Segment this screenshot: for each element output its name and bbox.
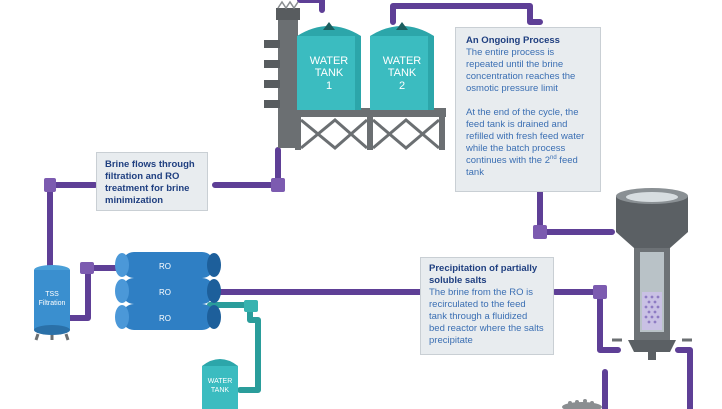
pipe-tank-to-brine <box>212 147 281 188</box>
callout-ongoing-para2-sup: nd <box>549 154 557 161</box>
pipe-joint <box>533 225 547 239</box>
fluidized-bed-reactor <box>612 188 692 360</box>
water-tank-1: WATER TANK 1 <box>297 22 361 110</box>
salt-pile <box>562 399 602 409</box>
tank-structure <box>264 0 446 150</box>
ro-unit-label: RO <box>159 314 171 323</box>
filtration-label-2: Filtration <box>39 300 66 307</box>
tank-2-label-2: TANK <box>388 67 417 79</box>
ro-stack: RO RO RO <box>115 252 221 330</box>
ro-unit-label: RO <box>159 288 171 297</box>
ro-unit-label: RO <box>159 262 171 271</box>
filtration-label-1: TSS <box>45 291 59 298</box>
pipe-joint <box>593 285 607 299</box>
pipe-joint <box>271 178 285 192</box>
tank-1-label-2: TANK <box>315 67 344 79</box>
callout-ongoing-para2: At the end of the cycle, the feed tank i… <box>466 107 590 179</box>
pipe-brine-to-filtration <box>47 182 98 269</box>
tank-2-label-3: 2 <box>399 80 405 92</box>
callout-precipitation: Precipitation of partially soluble salts… <box>420 257 554 355</box>
tank-1-label-1: WATER <box>310 55 349 67</box>
pipe-reactor-right <box>675 347 693 409</box>
callout-ongoing-para2-pre: At the end of the cycle, the feed tank i… <box>466 107 585 166</box>
tank-2-label-1: WATER <box>383 55 422 67</box>
tank-vent-icon <box>323 22 335 30</box>
pipe-joint <box>80 262 94 274</box>
callout-brine-title: Brine flows through filtration and RO tr… <box>105 159 195 206</box>
water-tank-2: WATER TANK 2 <box>370 22 434 110</box>
tank-vent-icon <box>396 22 408 30</box>
pipe-top-right <box>390 3 543 25</box>
callout-ongoing-process: An Ongoing Process The entire process is… <box>455 27 601 192</box>
pipe-joint <box>44 178 56 192</box>
tank-1-label-3: 1 <box>326 80 332 92</box>
callout-precip-title: Precipitation of partially soluble salts <box>429 263 538 286</box>
pipe-precip-to-reactor <box>552 289 621 353</box>
tss-filtration-vessel: TSS Filtration <box>34 265 70 341</box>
pipe-top-left <box>297 0 325 13</box>
callout-ongoing-para2-num: 2 <box>544 155 550 166</box>
callout-ongoing-para1: The entire process is repeated until the… <box>466 47 576 94</box>
small-tank-label-1: WATER <box>208 378 233 385</box>
callout-brine-flow: Brine flows through filtration and RO tr… <box>96 152 208 211</box>
callout-precip-body: The brine from the RO is recirculated to… <box>429 287 544 346</box>
pipe-callout-to-reactor <box>537 187 615 235</box>
pipe-joint <box>244 300 258 312</box>
callout-ongoing-title: An Ongoing Process <box>466 35 560 46</box>
small-tank-label-2: TANK <box>211 387 229 394</box>
pipe-ro-to-small-tank <box>207 302 261 393</box>
pipe-filtration-to-ro <box>67 265 123 321</box>
callout-ongoing-para2-post: feed tank <box>466 155 578 178</box>
small-water-tank: WATER TANK <box>202 359 238 409</box>
